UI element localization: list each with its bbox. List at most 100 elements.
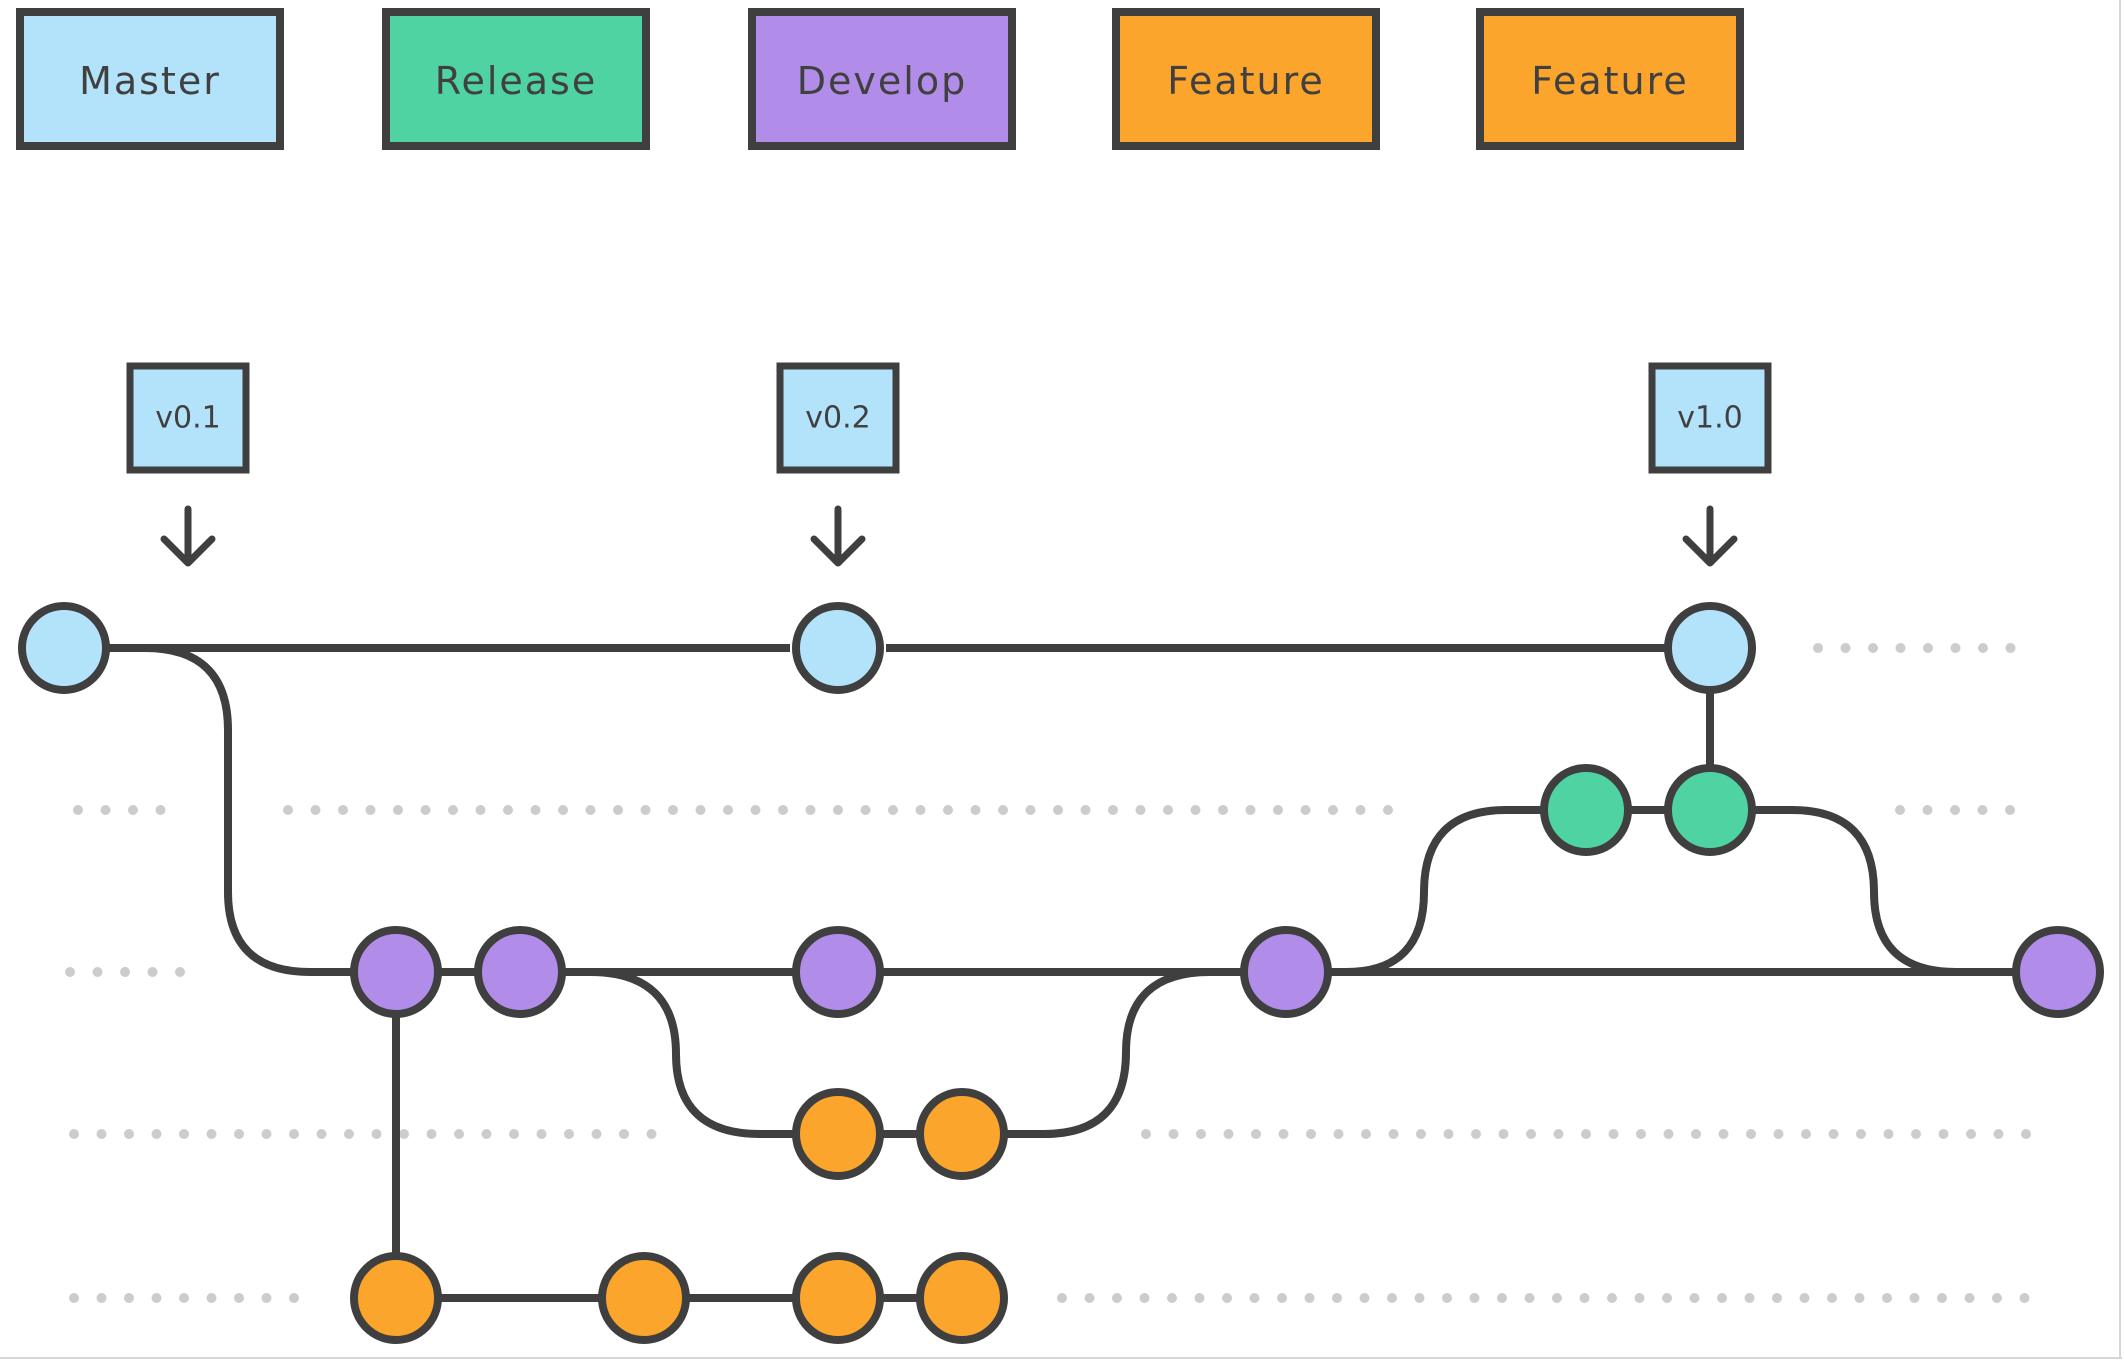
lane-guide-dot bbox=[1883, 1129, 1894, 1139]
edge-feature-1-merge bbox=[1004, 968, 1244, 1138]
lane-guide-dot bbox=[338, 805, 348, 815]
lane-guide-dot bbox=[1827, 1293, 1837, 1303]
lane-guide-dot bbox=[151, 1129, 162, 1139]
lane-guide-dot bbox=[1552, 1293, 1562, 1303]
lane-guide-dot bbox=[1471, 1129, 1481, 1139]
lane-guide-dot bbox=[1194, 1293, 1205, 1303]
legend: Master Release Develop Feature Feature bbox=[16, 8, 1744, 150]
commit-feature-2-3[interactable] bbox=[792, 1252, 884, 1344]
commit-release-2[interactable] bbox=[1664, 764, 1756, 856]
lane-guide-dot bbox=[1190, 805, 1201, 815]
commit-release-1[interactable] bbox=[1540, 764, 1632, 856]
lane-guide-dot bbox=[1355, 805, 1366, 815]
lane-guide-dot bbox=[1359, 1293, 1370, 1303]
lane-guide-dot bbox=[2019, 1293, 2030, 1303]
commit-develop-5[interactable] bbox=[2012, 926, 2104, 1018]
lane-guide-dot bbox=[888, 805, 898, 815]
tag-v0-1: v0.1 bbox=[126, 362, 250, 567]
commit-master-2[interactable] bbox=[792, 602, 884, 694]
lane-guide-dot bbox=[1251, 1129, 1261, 1139]
lane-guide-dot bbox=[1553, 1129, 1564, 1139]
lane-guide-dot bbox=[1634, 1293, 1645, 1303]
legend-swatch-feature-1 bbox=[1112, 8, 1380, 150]
tag-label-v1-0: v1.0 bbox=[1677, 401, 1742, 436]
lane-guide-dot bbox=[536, 1129, 547, 1139]
legend-swatch-develop bbox=[748, 8, 1016, 150]
lane-guide-dot bbox=[1442, 1293, 1452, 1303]
lane-guide-dot bbox=[1057, 1293, 1067, 1303]
lane-guide-dot bbox=[530, 805, 541, 815]
lane-guide-dot bbox=[778, 805, 788, 815]
lane-guide-dot bbox=[155, 805, 166, 815]
legend-swatch-release bbox=[382, 8, 650, 150]
lane-guide-dot bbox=[860, 805, 871, 815]
lane-guide-dot bbox=[1025, 805, 1036, 815]
lane-guide-dot bbox=[1414, 1293, 1425, 1303]
lane-guide-dot bbox=[564, 1129, 574, 1139]
commit-develop-1[interactable] bbox=[350, 926, 442, 1018]
lane-guide-dot bbox=[1163, 805, 1173, 815]
lane-guide-dot bbox=[1801, 1129, 1811, 1139]
lane-guide-dot bbox=[96, 1129, 107, 1139]
lane-guide-dot bbox=[1196, 1129, 1206, 1139]
commit-master-3[interactable] bbox=[1664, 602, 1756, 694]
lane-guide-dot bbox=[1978, 643, 1988, 653]
lane-guide-dot bbox=[1977, 805, 1988, 815]
lane-guide-dot bbox=[2005, 805, 2015, 815]
lane-guide-dot bbox=[69, 1129, 79, 1139]
lane-guide-dot bbox=[1223, 1129, 1234, 1139]
lane-guide-dot bbox=[1084, 1293, 1095, 1303]
commit-develop-2[interactable] bbox=[474, 926, 566, 1018]
edge-release-merge bbox=[1752, 806, 2016, 976]
lane-guide-dot bbox=[2005, 643, 2016, 653]
commit-develop-3[interactable] bbox=[792, 926, 884, 1018]
down-arrow-icon bbox=[1682, 505, 1738, 567]
lane-guide-dot bbox=[283, 805, 293, 815]
commit-develop-4[interactable] bbox=[1240, 926, 1332, 1018]
commit-feature-2-1[interactable] bbox=[350, 1252, 442, 1344]
lane-guide-dot bbox=[1772, 1293, 1782, 1303]
lane-guide-dot bbox=[1799, 1293, 1810, 1303]
commit-feature-2-2[interactable] bbox=[598, 1252, 690, 1344]
legend-label-feature-1: Feature bbox=[1167, 59, 1325, 103]
tag-box-v0-2 bbox=[776, 362, 900, 474]
lane-guide-dot bbox=[289, 1129, 299, 1139]
down-arrow-icon bbox=[810, 505, 866, 567]
lane-guide-dot bbox=[100, 805, 111, 815]
edge-master-to-develop bbox=[144, 644, 356, 976]
commit-master-1[interactable] bbox=[18, 602, 110, 694]
commit-feature-2-4[interactable] bbox=[916, 1252, 1008, 1344]
lane-guide-dot bbox=[393, 805, 403, 815]
lane-guide-dot bbox=[1813, 643, 1823, 653]
lane-guide-dot bbox=[1992, 1293, 2002, 1303]
lane-guide-dot bbox=[509, 1129, 519, 1139]
lane-guide-dot bbox=[65, 967, 75, 977]
lane-guide-dot bbox=[1840, 643, 1851, 653]
lane-guide-dot bbox=[481, 1129, 492, 1139]
commit-feature-1-2[interactable] bbox=[916, 1088, 1008, 1180]
lane-guide-dot bbox=[1950, 643, 1961, 653]
legend-item-feature-2: Feature bbox=[1476, 8, 1744, 150]
lane-guide-dot bbox=[1895, 643, 1906, 653]
lane-guide-dot bbox=[1218, 805, 1228, 815]
lane-guide-dot bbox=[69, 1293, 79, 1303]
lane-guide-dot bbox=[1607, 1293, 1617, 1303]
lane-guide-dot bbox=[1882, 1293, 1892, 1303]
lane-guide-dot bbox=[1080, 805, 1091, 815]
tag-label-v0-1: v0.1 bbox=[155, 401, 220, 436]
lane-guide-dot bbox=[750, 805, 761, 815]
lane-guide-dot bbox=[1277, 1293, 1287, 1303]
commit-feature-1-1[interactable] bbox=[792, 1088, 884, 1180]
commits bbox=[18, 602, 2104, 1344]
lane-guide-dot bbox=[124, 1129, 134, 1139]
lane-guide-dot bbox=[289, 1293, 299, 1303]
lane-guide-dot bbox=[1964, 1293, 1975, 1303]
lane-guide-dot bbox=[1937, 1293, 1947, 1303]
lane-guide-dot bbox=[558, 805, 568, 815]
lane-guide-dot bbox=[1691, 1129, 1701, 1139]
lane-guide-dot bbox=[1469, 1293, 1480, 1303]
lane-guide-dot bbox=[1141, 1129, 1151, 1139]
legend-swatch-feature-2 bbox=[1476, 8, 1744, 150]
lane-guide-dot bbox=[1923, 643, 1933, 653]
tag-box-v1-0 bbox=[1648, 362, 1772, 474]
